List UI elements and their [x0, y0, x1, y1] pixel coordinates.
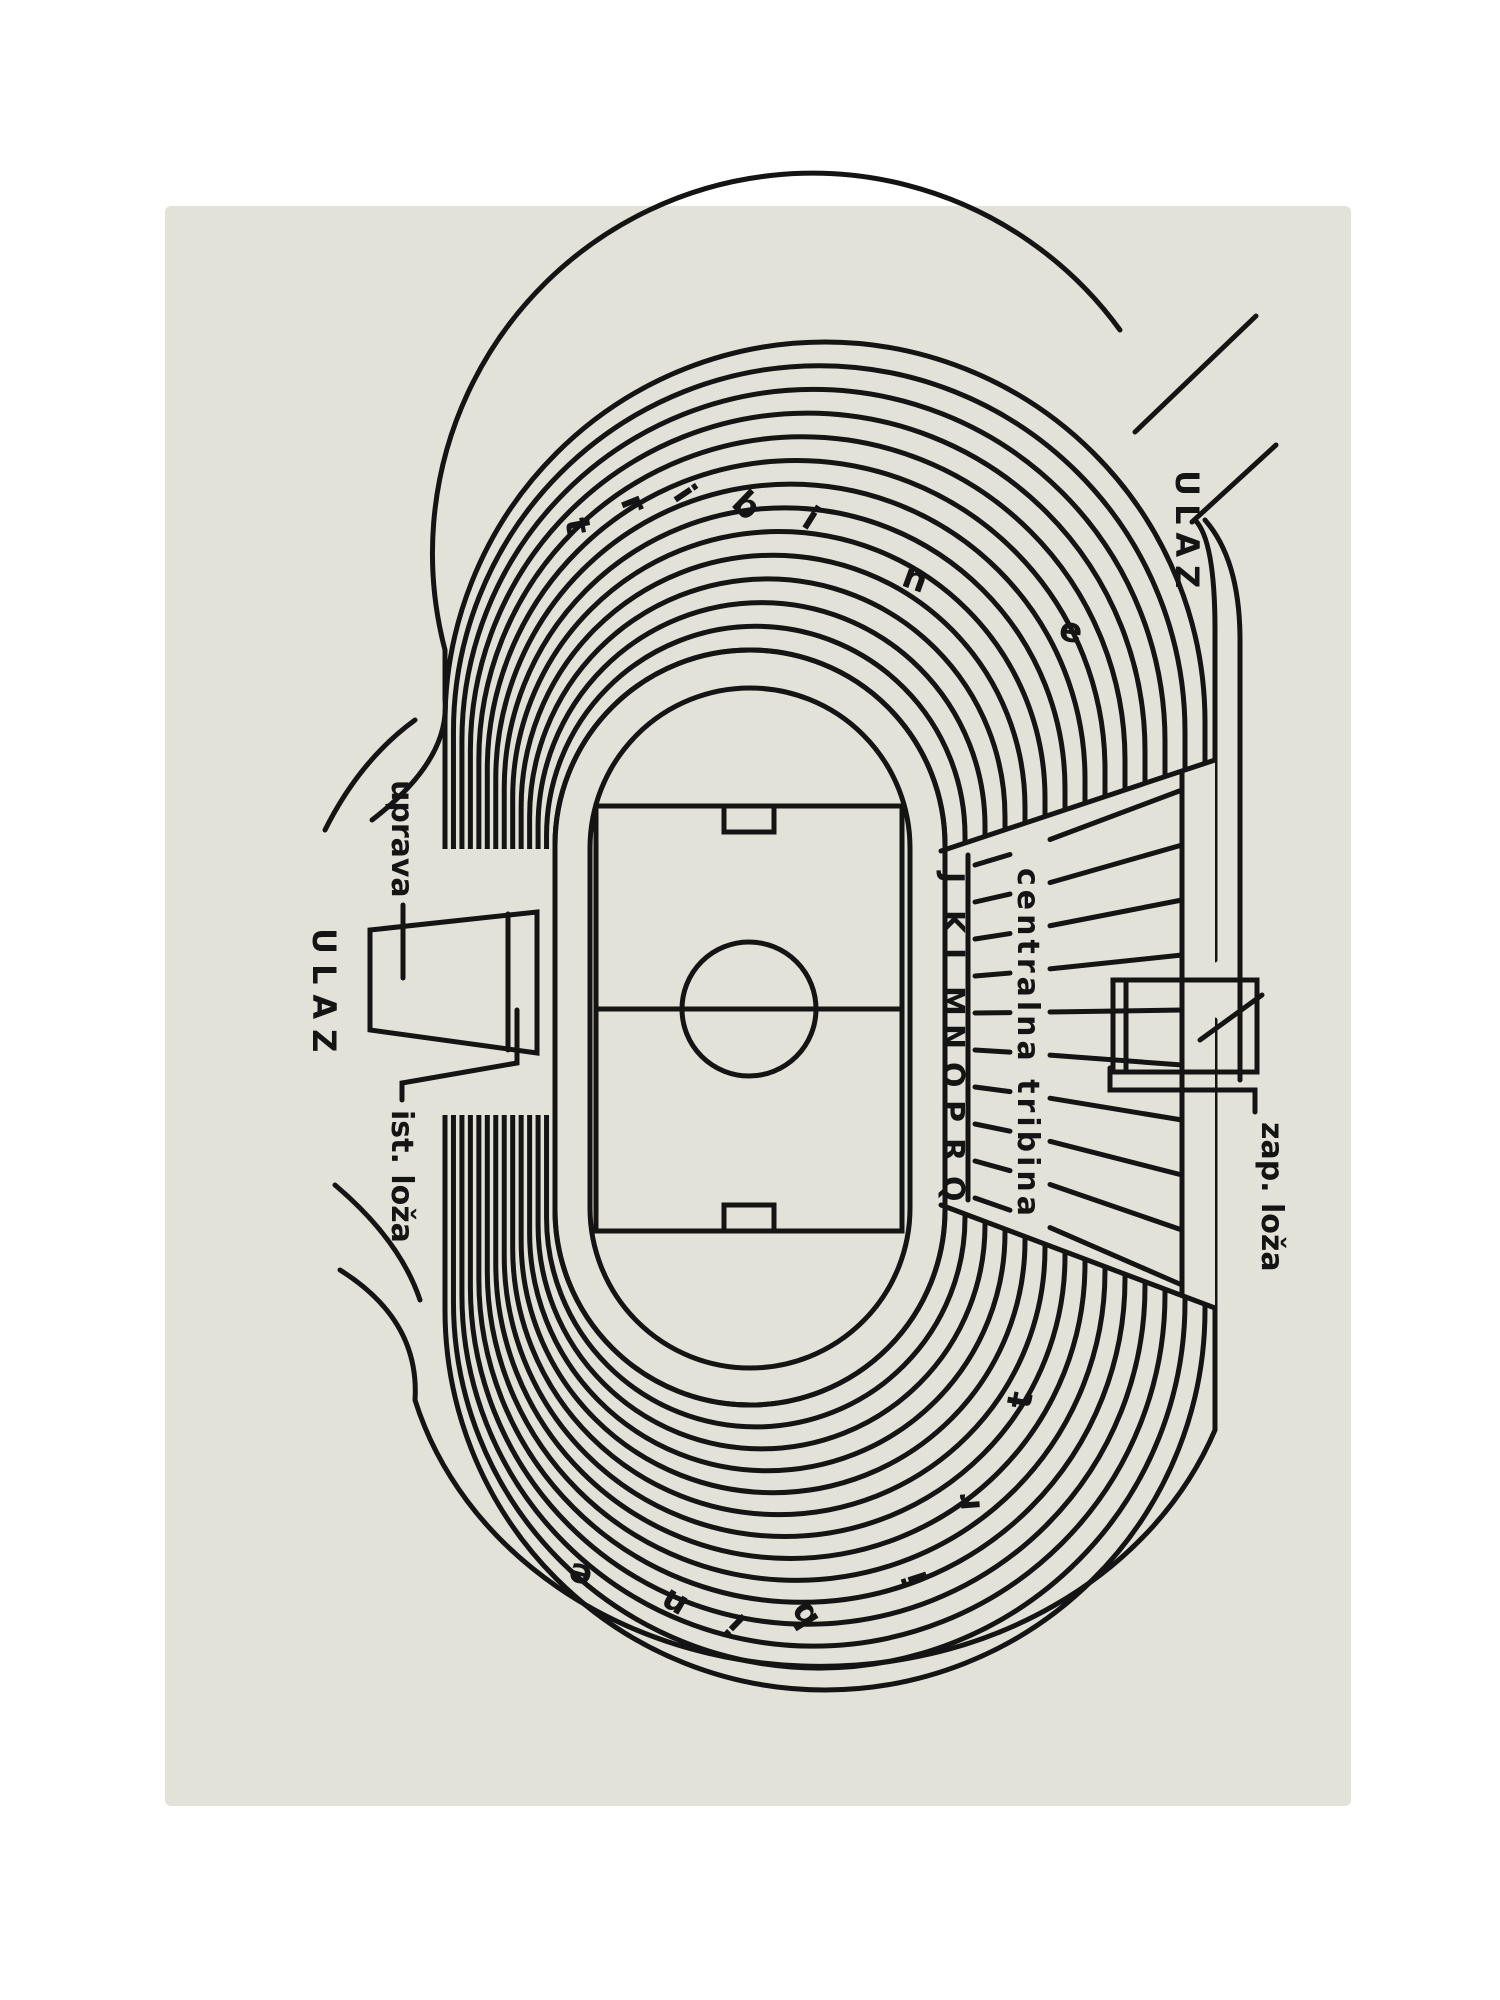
goal-area-top: [721, 803, 777, 835]
east-gap-area: [430, 849, 553, 1115]
sector-divider-line: [1047, 952, 1185, 972]
sector-letter: L: [935, 948, 970, 967]
central-stand-edge-top: [938, 757, 1218, 854]
sector-divider-line: [972, 931, 1013, 942]
entrance-left-label: ULAZ: [305, 928, 343, 1062]
stands-letter: t: [556, 515, 598, 538]
outer-wall-bottom: [337, 1017, 1218, 1669]
entrance-top-right-label: ULAZ: [1168, 470, 1206, 596]
sector-divider-line: [972, 1047, 1013, 1055]
sector-divider-line: [1047, 1181, 1185, 1233]
entrance-line-left-top: [322, 717, 418, 833]
sector-letter: N: [935, 1024, 970, 1049]
sector-divider-line: [1047, 1095, 1185, 1123]
sector-letter: M: [935, 986, 970, 1016]
central-stand-edge-bottom: [938, 1202, 1218, 1311]
sector-letter: P: [935, 1100, 970, 1122]
sector-letter: O: [935, 1062, 970, 1088]
sector-divider-line: [972, 1121, 1013, 1134]
central-stand-label: centralna tribina: [1010, 868, 1045, 1220]
entrance-line-top-right-1: [1132, 313, 1259, 435]
sector-letter: K: [935, 910, 970, 935]
sector-divider-line: [1047, 1138, 1185, 1178]
sector-divider-line: [972, 970, 1013, 979]
administration-building: [367, 909, 540, 1056]
sector-divider-line: [1047, 787, 1185, 842]
sector-divider-line: [1047, 1052, 1185, 1068]
sector-divider-line: [972, 852, 1013, 868]
sector-divider-line: [972, 1158, 1013, 1174]
sector-divider-line: [972, 891, 1013, 905]
sector-divider-line: [1047, 1007, 1185, 1015]
outer-wall-right-inner: [1202, 517, 1243, 1083]
sector-letter: R: [935, 1138, 970, 1161]
stands-letter: t: [999, 1389, 1041, 1412]
sector-letter: J: [935, 870, 970, 883]
east-box-pointer: [399, 1007, 520, 1103]
west-box-pointer: [1107, 1065, 1258, 1115]
center-circle: [679, 939, 819, 1079]
sector-letter: Q: [935, 1176, 970, 1202]
west-box-diagonal: [1197, 992, 1265, 1043]
stands-letter: r: [948, 1492, 989, 1512]
entrance-line-top-right-2: [1189, 442, 1279, 525]
west-box-label: zap. loža: [1254, 1122, 1289, 1272]
central-stand-radial-lines: [972, 787, 1185, 1288]
west-box: [1110, 977, 1260, 1075]
track-outer-ring: [552, 647, 948, 1408]
goal-area-bottom: [721, 1202, 777, 1234]
administration-label: uprava: [384, 780, 419, 898]
east-box-label: ist. loža: [384, 1110, 419, 1243]
football-pitch: [593, 803, 905, 1234]
entrance-line-left-bottom: [332, 1182, 423, 1303]
sector-divider-line: [972, 1084, 1013, 1095]
sector-divider-line: [1047, 1225, 1185, 1288]
track-inner-ring: [587, 685, 913, 1371]
outer-wall-right: [1192, 517, 1218, 963]
stands-letter: e: [1057, 609, 1085, 652]
sector-divider-line: [1047, 897, 1185, 929]
sector-divider-line: [1047, 842, 1185, 886]
sector-divider-line: [972, 1195, 1013, 1213]
